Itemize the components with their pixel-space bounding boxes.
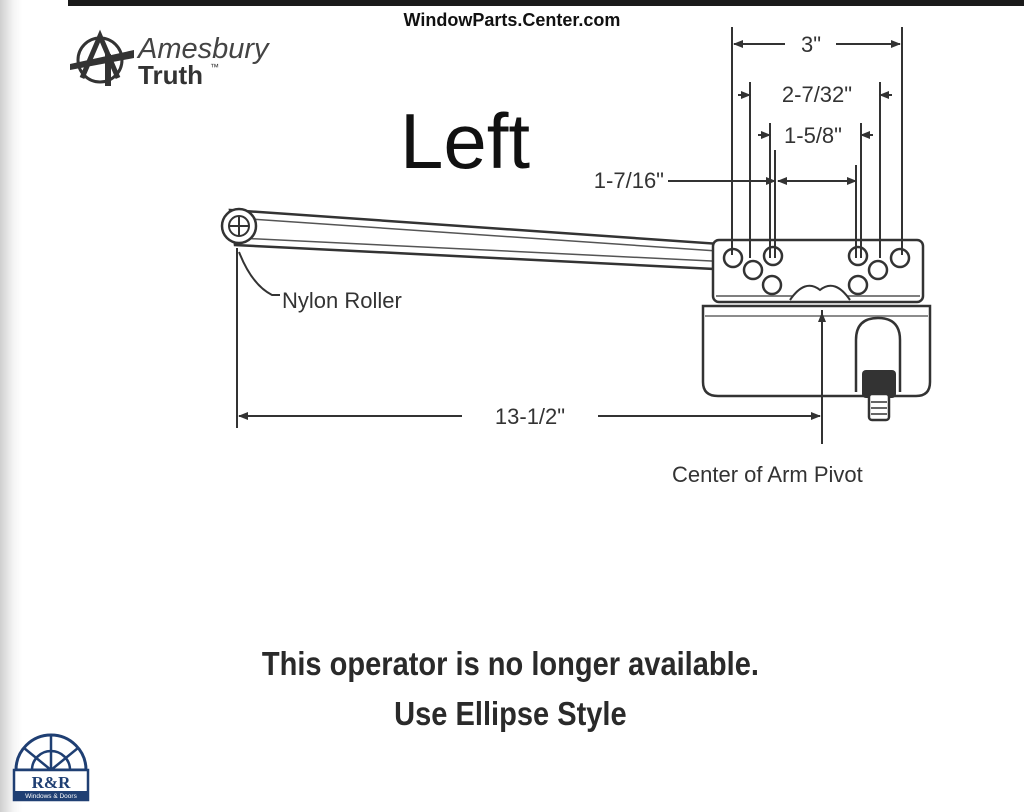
brand-logo: Amesbury Truth ™ [70, 29, 270, 90]
brand-mark-icon [70, 29, 134, 86]
roller-label: Nylon Roller [282, 288, 402, 313]
dim-inner-width: 1-5/8" [784, 123, 842, 148]
rr-logo: R&R Windows & Doors [12, 733, 90, 802]
window-arch-icon [14, 733, 88, 772]
nylon-roller-icon [220, 207, 258, 245]
notice-line-2: Use Ellipse Style [394, 695, 627, 732]
operator-arm [228, 208, 737, 272]
dim-second-width: 2-7/32" [782, 82, 852, 107]
logo-name: R&R [32, 773, 71, 792]
page-edge-shadow [0, 0, 22, 812]
trademark: ™ [210, 62, 219, 72]
brand-name-2: Truth [138, 60, 203, 90]
top-rule [68, 0, 1024, 6]
dim-overall-width: 3" [801, 32, 821, 57]
handing-heading: Left [400, 97, 530, 185]
mounting-screws [722, 245, 911, 296]
notice-line-1: This operator is no longer available. [261, 645, 759, 682]
dimension-hole-spacing: 1-7/16" [594, 168, 857, 193]
crank-stud-icon [862, 370, 896, 422]
extension-lines [236, 27, 903, 444]
pivot-label: Center of Arm Pivot [672, 462, 863, 487]
logo-tagline: Windows & Doors [25, 793, 77, 800]
dimension-inner-width: 1-5/8" [758, 123, 873, 148]
dim-hole-spacing: 1-7/16" [594, 168, 664, 193]
dim-arm-length: 13-1/2" [495, 404, 565, 429]
dimension-overall-width: 3" [733, 32, 901, 57]
dimension-arm-length: 13-1/2" [238, 404, 821, 429]
dimension-second-width: 2-7/32" [738, 82, 892, 107]
site-name: WindowParts.Center.com [403, 10, 621, 30]
roller-leader [238, 251, 280, 296]
brand-name-1: Amesbury [136, 33, 270, 65]
